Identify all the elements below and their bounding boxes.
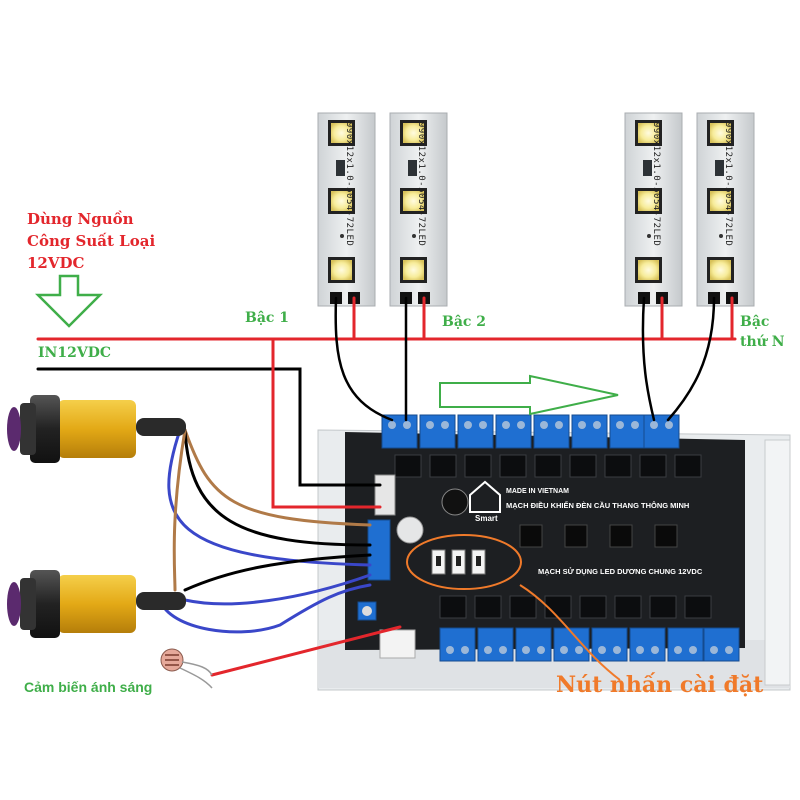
input-voltage-label: IN12VDC [38, 345, 111, 361]
led-strip-3-print: 990x12x1.0-5054-72LED [651, 122, 661, 247]
sensor-wires [158, 428, 402, 677]
power-note-line2: Công Suất Loại [27, 232, 156, 250]
bottom-terminal-row [439, 627, 740, 662]
led-strip-1-print: 990x12x1.0-5054-72LED [344, 122, 354, 247]
setup-button-pointer [519, 584, 621, 681]
power-input-connector [374, 474, 396, 516]
led-strip-3 [624, 112, 683, 307]
top-terminal-row [381, 414, 680, 449]
sensor-input-terminal [367, 519, 391, 581]
board-brand: Smart [475, 514, 498, 523]
light-sensor-label: Cảm biến ánh sáng [24, 679, 153, 695]
setup-buttons [431, 549, 486, 575]
right-arrow-icon [439, 374, 619, 416]
power-note-line1: Dùng Nguồn [27, 210, 134, 228]
led-strip-2 [389, 112, 448, 307]
proximity-sensor-1 [7, 395, 186, 463]
capacitor-2 [396, 516, 424, 544]
step-2-label: Bậc 2 [442, 314, 487, 330]
setup-button-label: Nút nhấn cài đặt [556, 672, 764, 698]
light-sensor-icon [160, 648, 213, 689]
led-strip-4 [696, 112, 755, 307]
step-n-label-line1: Bậc [740, 314, 770, 330]
led-strip-1 [317, 112, 376, 307]
power-wires [36, 296, 737, 509]
led-strip-4-print: 990x12x1.0-5054-72LED [723, 122, 733, 247]
board-made-in: MADE IN VIETNAM [506, 488, 569, 495]
power-note-line3: 12VDC [27, 254, 85, 272]
board-title: MẠCH ĐIỀU KHIỂN ĐÈN CẦU THANG THÔNG MINH [506, 501, 690, 510]
setup-button-highlight [406, 534, 522, 590]
controller-board [317, 414, 791, 691]
board-subtitle: MẠCH SỬ DỤNG LED DƯƠNG CHUNG 12VDC [538, 567, 703, 576]
ic-chips [519, 524, 678, 548]
proximity-sensor-2 [7, 570, 186, 638]
capacitor-1 [441, 488, 469, 516]
brand-logo [469, 480, 501, 513]
light-sensor-connector [379, 629, 416, 659]
down-arrow-icon [34, 274, 104, 328]
green-arrows [34, 274, 619, 416]
led-strip-2-print: 990x12x1.0-5054-72LED [416, 122, 426, 247]
step-1-label: Bậc 1 [245, 310, 290, 326]
step-n-label-line2: thứ N [740, 334, 785, 350]
mosfet-rows [394, 454, 712, 619]
